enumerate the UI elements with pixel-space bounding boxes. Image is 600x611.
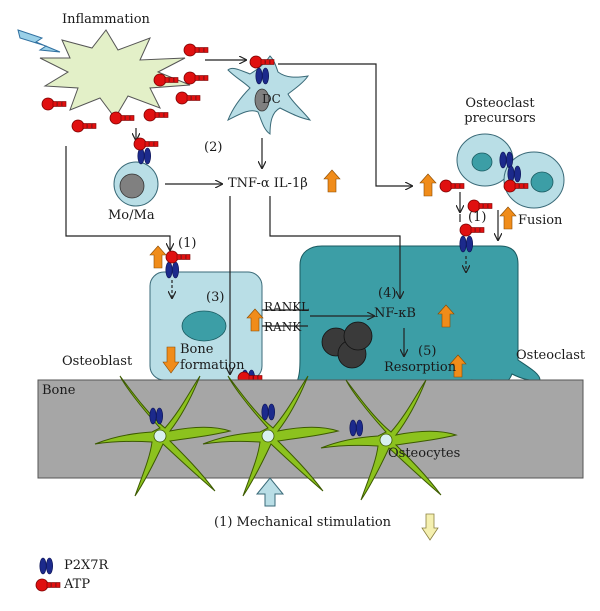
step-4-label: (4) bbox=[378, 286, 397, 301]
dc-label: DC bbox=[262, 92, 281, 106]
dc-nucleus bbox=[254, 88, 270, 112]
legend-atp-icon bbox=[35, 578, 61, 592]
inflammation-label: Inflammation bbox=[62, 12, 150, 27]
rank-label: RANK bbox=[264, 320, 302, 334]
osteoblast-label: Osteoblast bbox=[62, 354, 133, 369]
step-2-label: (2) bbox=[204, 140, 223, 155]
down-arrow-icon bbox=[162, 346, 180, 374]
nf-kb-label: NF-κB bbox=[374, 306, 416, 321]
bone-label: Bone bbox=[42, 383, 76, 398]
rankl-label: RANKL bbox=[264, 300, 310, 314]
bone-formation-label: Bone formation bbox=[180, 342, 245, 373]
step-1-osteoblast-label: (1) bbox=[178, 236, 197, 251]
fusion-label: Fusion bbox=[518, 213, 563, 228]
legend-p2x7r-icon bbox=[39, 557, 54, 575]
inflammation-burst bbox=[39, 29, 191, 119]
resorption-label: Resorption bbox=[384, 360, 457, 375]
osteocytes-label: Osteocytes bbox=[388, 446, 461, 461]
mechanical-stimulation-arrow bbox=[255, 477, 285, 507]
mechanical-stimulation-label: (1) Mechanical stimulation bbox=[214, 515, 392, 530]
mo-ma-label: Mo/Ma bbox=[108, 208, 155, 223]
step-3-label: (3) bbox=[206, 290, 225, 305]
legend-atp-label: ATP bbox=[64, 577, 91, 592]
step-1-precursor-label: (1) bbox=[468, 210, 487, 225]
legend-p2x7r-label: P2X7R bbox=[64, 558, 109, 573]
osteoclast-label: Osteoclast bbox=[516, 348, 586, 363]
osteoclast-precursors-label: Osteoclast precursors bbox=[464, 96, 536, 126]
lightning-icon bbox=[17, 29, 61, 53]
dc-cell bbox=[227, 55, 312, 135]
down-arrow-icon bbox=[421, 513, 439, 541]
step-5-label: (5) bbox=[418, 344, 437, 359]
tnf-il1b-label: TNF-α IL-1β bbox=[228, 176, 308, 191]
